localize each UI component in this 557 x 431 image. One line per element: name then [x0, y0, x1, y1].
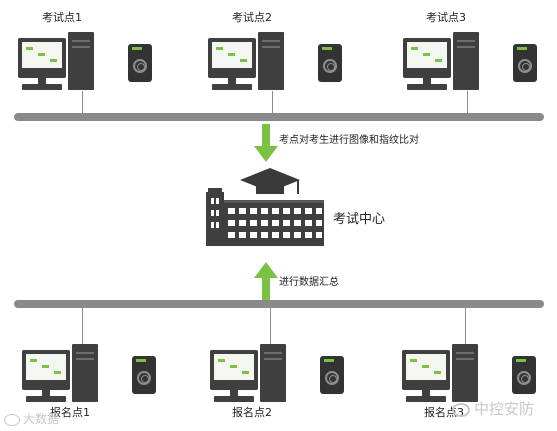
computer-tower-icon [258, 32, 284, 90]
bottom-station-label-1: 报名点1 [50, 406, 90, 419]
bottom-station-label-3: 报名点3 [424, 406, 464, 419]
monitor-icon [210, 350, 258, 390]
exam-center-label: 考试中心 [333, 212, 386, 227]
computer-tower-icon [260, 344, 286, 402]
computer-tower-icon [453, 32, 479, 90]
monitor-icon [22, 350, 70, 390]
computer-tower-icon [452, 344, 478, 402]
watermark-chat-icon [452, 402, 470, 417]
top-station-label-1: 考试点1 [42, 11, 82, 24]
fingerprint-reader-icon [320, 356, 344, 394]
bottom-connector-1 [82, 308, 83, 346]
bottom-station-1 [22, 344, 172, 410]
top-station-1 [18, 32, 168, 98]
top-connector-1 [82, 91, 83, 113]
keyboard-icon [406, 396, 446, 402]
watermark-right: 中控安防 [452, 398, 534, 419]
fingerprint-reader-icon [132, 356, 156, 394]
bottom-network-bus [14, 300, 544, 308]
keyboard-icon [214, 396, 254, 402]
bottom-station-2 [210, 344, 360, 410]
monitor-icon [18, 38, 66, 78]
bottom-station-3 [402, 344, 552, 410]
monitor-icon [402, 350, 450, 390]
down-arrow-icon [254, 124, 278, 162]
watermark-logo-icon [4, 413, 20, 426]
fingerprint-reader-icon [512, 356, 536, 394]
keyboard-icon [26, 396, 66, 402]
top-station-2 [208, 32, 358, 98]
top-network-bus [14, 113, 544, 121]
keyboard-icon [22, 84, 62, 90]
top-connector-2 [272, 91, 273, 113]
top-station-3 [403, 32, 553, 98]
bottom-connector-3 [465, 308, 466, 346]
watermark-left: 大数据 [4, 410, 59, 427]
fingerprint-reader-icon [318, 44, 342, 82]
monitor-icon [208, 38, 256, 78]
top-station-label-2: 考试点2 [232, 11, 272, 24]
computer-tower-icon [68, 32, 94, 90]
fingerprint-reader-icon [513, 44, 537, 82]
down-flow-label: 考点对考生进行图像和指纹比对 [279, 135, 419, 146]
computer-tower-icon [72, 344, 98, 402]
fingerprint-reader-icon [128, 44, 152, 82]
top-connector-3 [467, 91, 468, 113]
watermark-left-text: 大数据 [23, 412, 60, 426]
top-station-label-3: 考试点3 [426, 11, 466, 24]
keyboard-icon [212, 84, 252, 90]
up-flow-label: 进行数据汇总 [279, 277, 339, 288]
keyboard-icon [407, 84, 447, 90]
watermark-right-text: 中控安防 [474, 400, 535, 418]
exam-center-building-icon [206, 168, 324, 246]
bottom-station-label-2: 报名点2 [232, 406, 272, 419]
monitor-icon [403, 38, 451, 78]
up-arrow-icon [254, 262, 278, 302]
bottom-connector-2 [270, 308, 271, 346]
